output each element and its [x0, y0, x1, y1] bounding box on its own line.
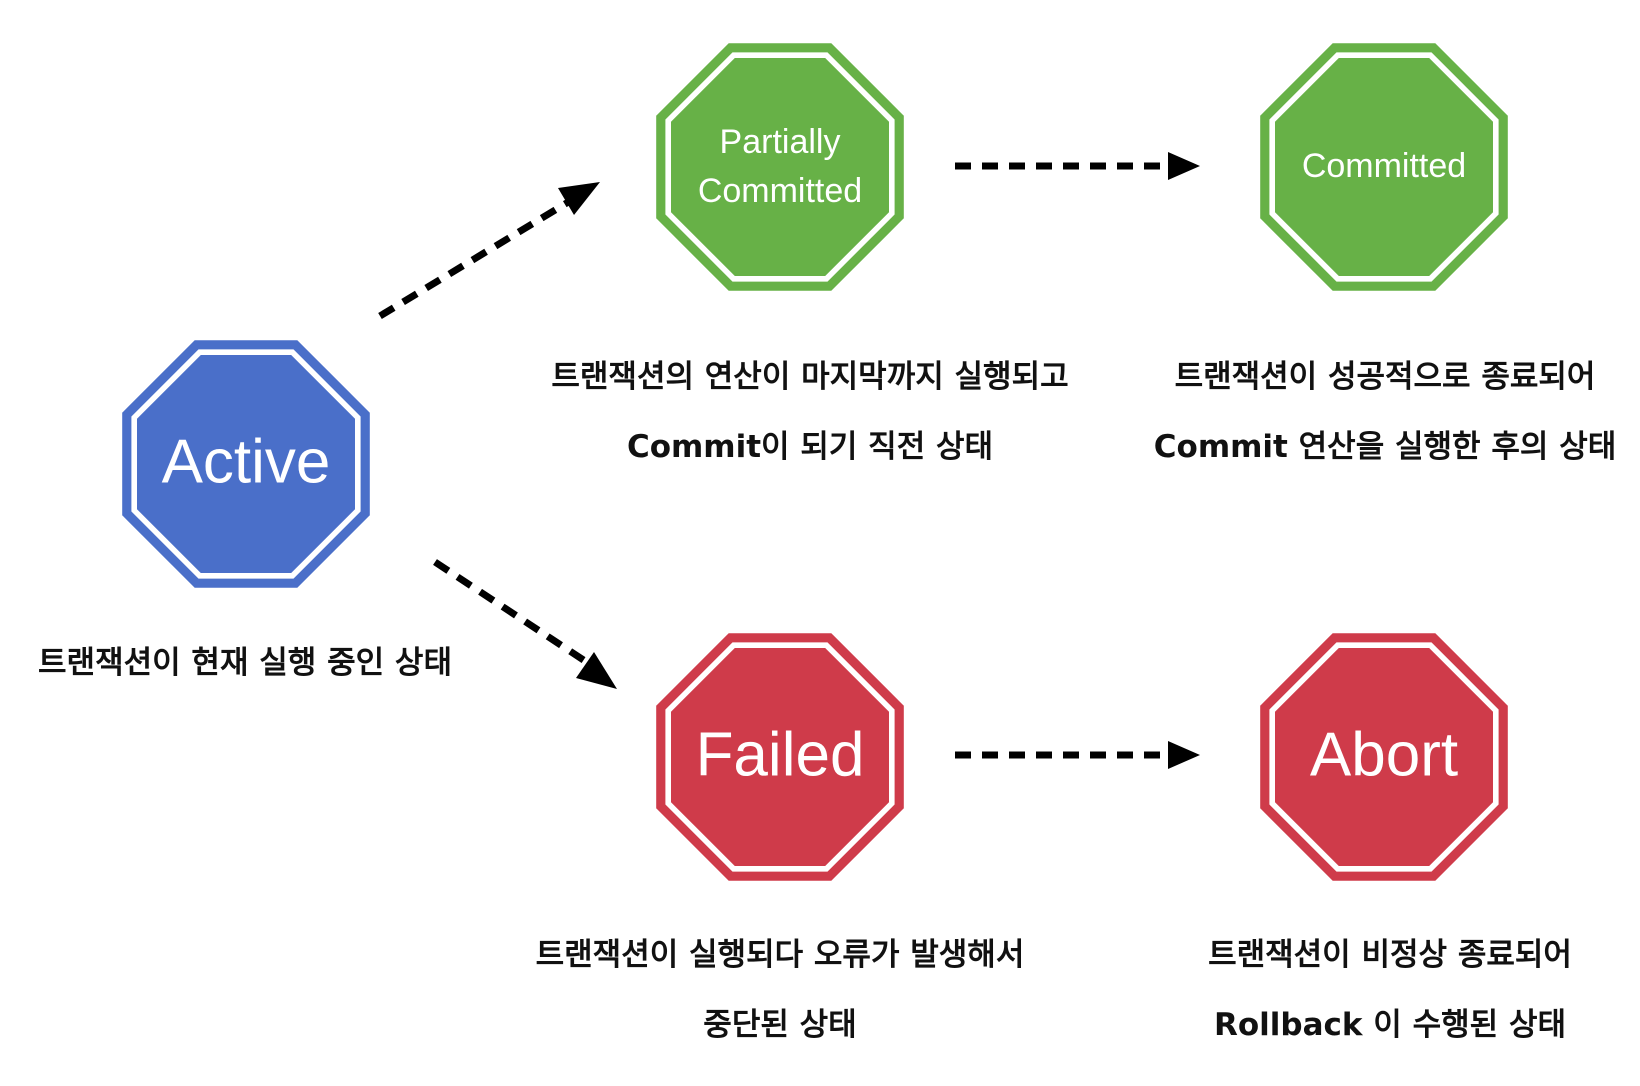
arrow-active-to-failed: [433, 559, 617, 689]
octagon-fill: [671, 648, 889, 866]
octagon-fill: [671, 58, 889, 276]
octagon-fill: [1275, 648, 1493, 866]
active-state-octagon: [122, 340, 370, 588]
partially-committed-caption-line-1: 트랜잭션의 연산이 마지막까지 실행되고: [551, 359, 1069, 395]
partially-committed-label-line-2: Committed: [698, 172, 862, 210]
arrow-failed-to-abort: [955, 741, 1200, 769]
abort-caption-line-1: 트랜잭션이 비정상 종료되어: [1208, 937, 1572, 973]
partially-committed-state-octagon: [656, 43, 904, 291]
committed-state-octagon: [1260, 43, 1508, 291]
failed-caption-line-2: 중단된 상태: [703, 1007, 857, 1043]
arrow-active-to-partially-committed: [378, 182, 600, 319]
partially-committed-label-line-1: Partially: [720, 123, 841, 161]
partially-committed-caption-line-2: Commit이 되기 직전 상태: [626, 429, 994, 465]
failed-caption-line-1: 트랜잭션이 실행되다 오류가 발생해서: [535, 937, 1025, 973]
octagon-fill: [137, 355, 355, 573]
abort-label: Abort: [1310, 720, 1458, 789]
failed-label: Failed: [696, 720, 865, 789]
committed-caption-line-2: Commit 연산을 실행한 후의 상태: [1153, 429, 1617, 465]
partially-committed-caption: 트랜잭션의 연산이 마지막까지 실행되고 Commit이 되기 직전 상태: [520, 342, 1100, 482]
arrow-partially-committed-to-committed: [955, 152, 1200, 180]
failed-state-octagon: [656, 633, 904, 881]
failed-caption: 트랜잭션이 실행되다 오류가 발생해서 중단된 상태: [500, 920, 1060, 1060]
committed-label: Committed: [1302, 147, 1466, 185]
abort-caption: 트랜잭션이 비정상 종료되어 Rollback 이 수행된 상태: [1150, 920, 1630, 1060]
active-caption-line-1: 트랜잭션이 현재 실행 중인 상태: [38, 645, 452, 681]
active-caption: 트랜잭션이 현재 실행 중인 상태: [10, 628, 480, 698]
committed-caption: 트랜잭션이 성공적으로 종료되어 Commit 연산을 실행한 후의 상태: [1140, 342, 1630, 482]
octagon-fill: [1275, 58, 1493, 276]
active-label: Active: [162, 427, 331, 496]
abort-state-octagon: [1260, 633, 1508, 881]
abort-caption-line-2: Rollback 이 수행된 상태: [1213, 1007, 1567, 1043]
committed-caption-line-1: 트랜잭션이 성공적으로 종료되어: [1174, 359, 1596, 395]
